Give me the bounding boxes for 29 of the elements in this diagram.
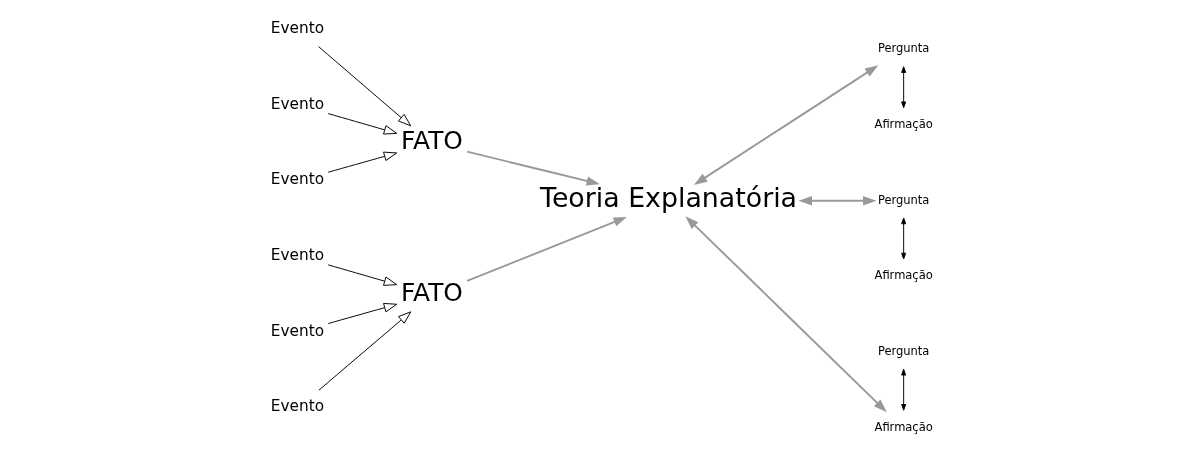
node-text: Pergunta [877,344,929,358]
node-text: Evento [270,321,324,340]
node-text: Pergunta [877,41,929,56]
arrow [900,66,906,109]
arrow [327,151,397,173]
arrow [465,150,600,186]
arrow [465,216,627,282]
arrow [798,196,876,206]
node-text: FATO [400,277,463,307]
node-text: Afirmação [874,419,933,434]
arrow [693,65,878,185]
node-text: Evento [270,397,324,416]
arrow [327,264,397,286]
arrow [327,113,397,135]
node-text: Evento [270,94,324,113]
arrow [327,302,397,325]
node-text: FATO [400,126,463,156]
node-text: Afirmação [874,268,933,283]
arrow [684,216,887,413]
arrow [317,46,411,127]
node-text: Evento [270,245,324,264]
node-text: Pergunta [877,192,929,207]
node-text: Evento [270,18,324,37]
node-text: Afirmação [874,117,933,132]
arrow [900,217,906,260]
node-text: Teoria Explanatória [539,182,797,214]
node-text: Evento [270,170,324,189]
arrow [900,368,906,411]
arrow [317,311,411,391]
